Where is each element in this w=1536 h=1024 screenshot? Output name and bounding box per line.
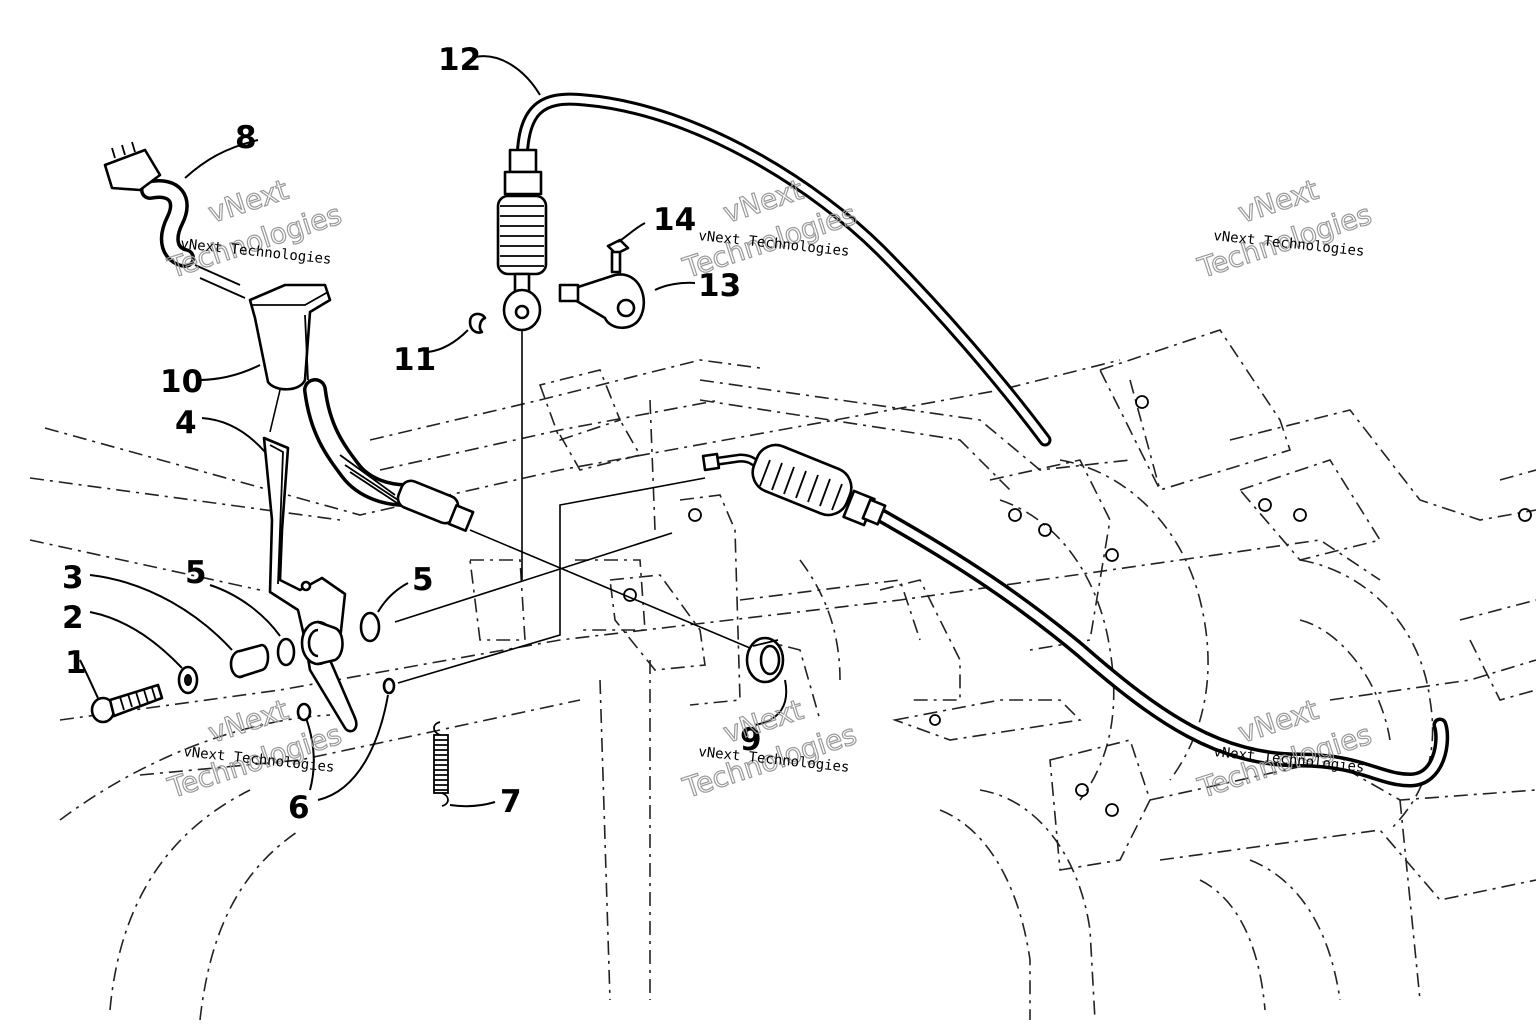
leader-lines: [79, 55, 788, 808]
watermark-3: vNext Technologies: [1193, 172, 1376, 285]
callout-5-right: 5: [412, 562, 434, 598]
cable-12: [496, 92, 1052, 447]
grommet-9: [745, 636, 785, 684]
spring-7: [433, 721, 449, 807]
callout-11: 11: [393, 342, 436, 378]
cable-end-13: [558, 273, 646, 330]
callout-6: 6: [288, 790, 310, 826]
callout-10: 10: [160, 364, 203, 400]
callout-8: 8: [235, 120, 257, 156]
lower-cable: [701, 443, 1450, 788]
chassis-frame: [29, 329, 1536, 1021]
spacer-3: [229, 643, 270, 679]
pedal-bushing: [300, 620, 344, 666]
washer-5-right: [359, 611, 381, 643]
callout-13: 13: [698, 268, 741, 304]
assembly-axes: [269, 330, 751, 684]
clip-11: [468, 312, 487, 334]
wire-connector-8: [103, 141, 246, 299]
callout-4: 4: [175, 405, 197, 441]
watermark-4: vNext Technologies: [163, 692, 346, 805]
callout-2: 2: [62, 600, 84, 636]
watermark-5: vNext Technologies: [678, 692, 861, 805]
callout-9: 9: [740, 722, 762, 758]
pedal-lever-4: [262, 436, 358, 733]
washer-5-left: [276, 637, 296, 667]
rubber-boot-10: [248, 283, 475, 532]
callout-12: 12: [438, 42, 481, 78]
callout-7: 7: [500, 784, 522, 820]
clip-6: [296, 677, 396, 722]
callout-14: 14: [653, 202, 696, 238]
callout-1: 1: [65, 645, 87, 681]
washer-2: [177, 665, 199, 695]
callouts: 12 8 14 13 11 10 4 3 5 5 2 1 9 7 6: [62, 42, 762, 826]
screw-14: [606, 238, 630, 274]
callout-3: 3: [62, 560, 84, 596]
callout-5-left: 5: [185, 555, 207, 591]
bolt-1: [90, 683, 164, 724]
